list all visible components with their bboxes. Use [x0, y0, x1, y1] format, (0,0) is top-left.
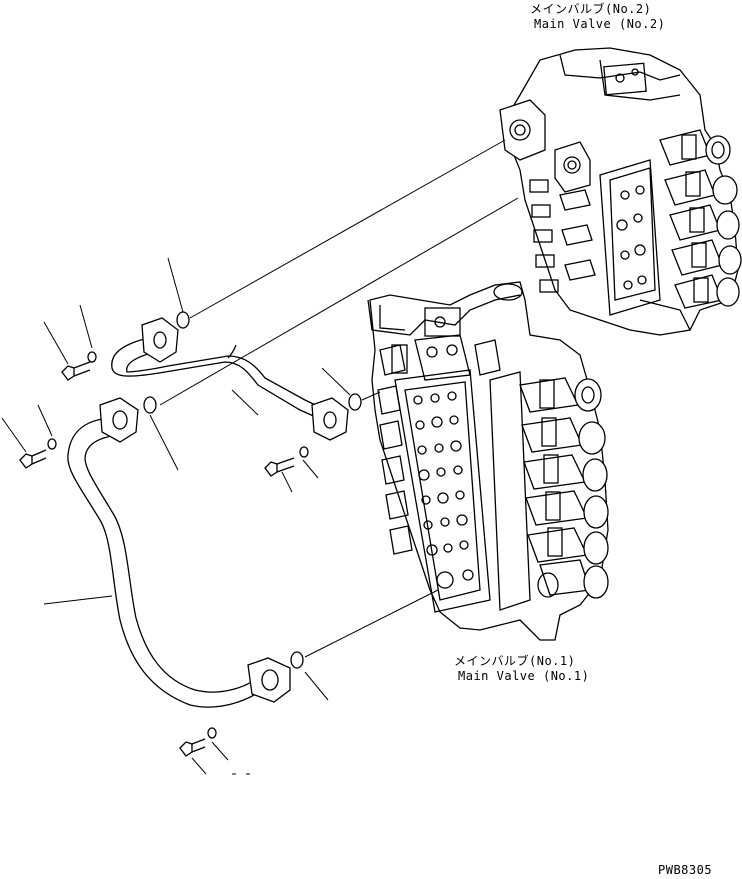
upper-pipe: [111, 317, 349, 441]
bolts-washers: [19, 351, 309, 757]
valve2-label-en: Main Valve (No.2): [534, 17, 666, 31]
main-valve-no2: [499, 47, 742, 336]
valve1-label-jp: メインバルブ(No.1): [454, 654, 576, 668]
valve2-label-jp: メインバルブ(No.2): [530, 2, 652, 16]
leader-lines: [1, 139, 519, 775]
valve1-label-en: Main Valve (No.1): [458, 669, 590, 683]
main-valve-no1: [367, 281, 609, 641]
drawing-code: PWB8305: [658, 863, 713, 877]
lower-pipe: [67, 397, 291, 708]
